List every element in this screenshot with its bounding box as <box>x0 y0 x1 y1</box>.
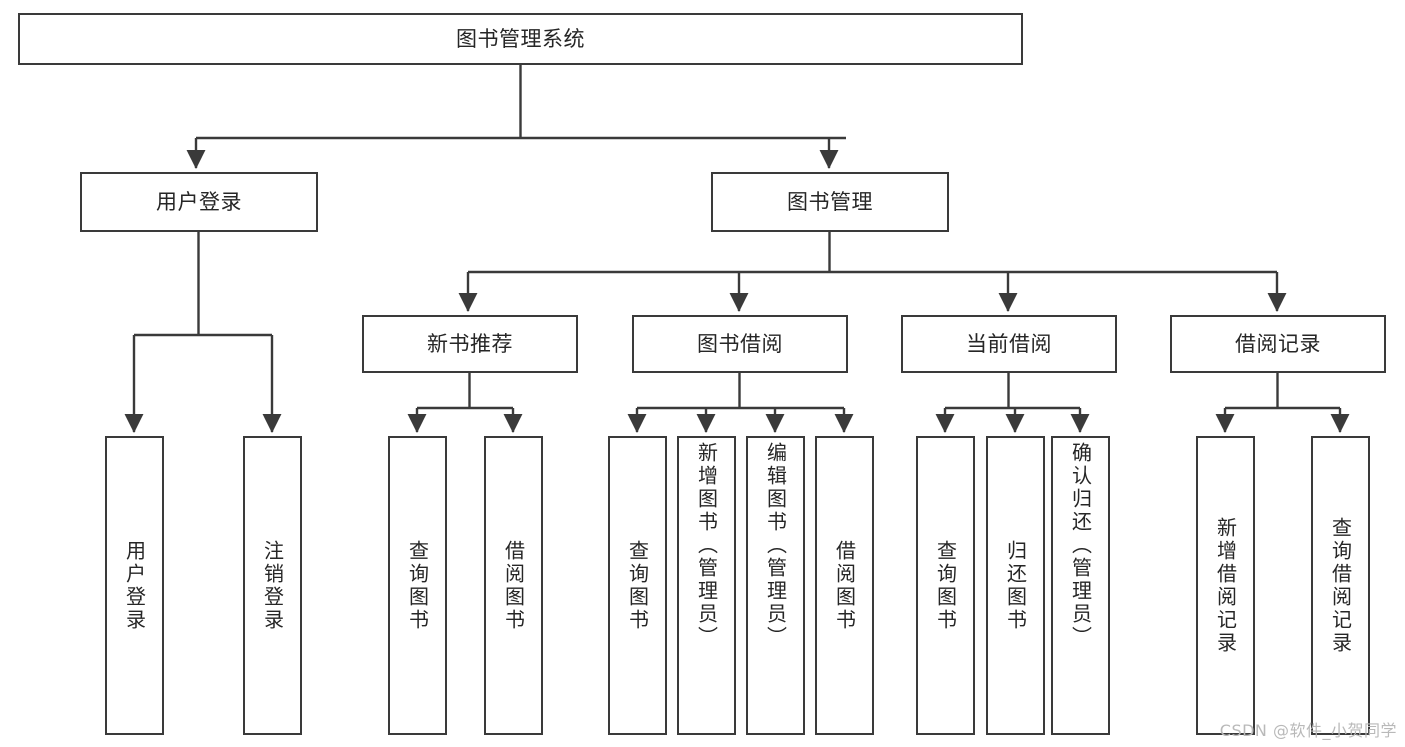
node-label: 确认归还（管理员） <box>1068 442 1093 649</box>
node-current-borrow[interactable]: 当前借阅 <box>901 315 1117 373</box>
node-label: 当前借阅 <box>966 331 1052 356</box>
node-book-borrow[interactable]: 图书借阅 <box>632 315 848 373</box>
leaf-user-login[interactable]: 用户登录 <box>105 436 164 735</box>
node-label: 查询图书 <box>625 539 650 632</box>
node-label: 查询图书 <box>405 539 430 632</box>
node-label: 编辑图书（管理员） <box>763 442 788 649</box>
leaf-edit-book-admin[interactable]: 编辑图书（管理员） <box>746 436 805 735</box>
node-label: 归还图书 <box>1003 539 1028 632</box>
node-label: 用户登录 <box>156 189 242 214</box>
node-label: 注销登录 <box>260 539 285 632</box>
leaf-logout[interactable]: 注销登录 <box>243 436 302 735</box>
node-label: 借阅图书 <box>832 539 857 632</box>
node-label: 借阅图书 <box>501 539 526 632</box>
leaf-query-book-recommend[interactable]: 查询图书 <box>388 436 447 735</box>
node-label: 查询借阅记录 <box>1328 516 1353 655</box>
leaf-add-borrow-record[interactable]: 新增借阅记录 <box>1196 436 1255 735</box>
node-label: 用户登录 <box>122 539 147 632</box>
watermark: CSDN @软件_小贺同学 <box>1219 721 1397 740</box>
node-borrow-record[interactable]: 借阅记录 <box>1170 315 1386 373</box>
node-label: 新增图书（管理员） <box>694 442 719 649</box>
leaf-query-borrow-record[interactable]: 查询借阅记录 <box>1311 436 1370 735</box>
leaf-query-book-current[interactable]: 查询图书 <box>916 436 975 735</box>
node-user-login[interactable]: 用户登录 <box>80 172 318 232</box>
node-label: 图书管理 <box>787 189 873 214</box>
leaf-borrow-book-recommend[interactable]: 借阅图书 <box>484 436 543 735</box>
node-label: 新增借阅记录 <box>1213 516 1238 655</box>
leaf-add-book-admin[interactable]: 新增图书（管理员） <box>677 436 736 735</box>
node-label: 查询图书 <box>933 539 958 632</box>
node-label: 新书推荐 <box>427 331 513 356</box>
leaf-borrow-book[interactable]: 借阅图书 <box>815 436 874 735</box>
node-label: 图书管理系统 <box>456 26 585 51</box>
node-book-management[interactable]: 图书管理 <box>711 172 949 232</box>
leaf-return-book[interactable]: 归还图书 <box>986 436 1045 735</box>
node-new-book-recommend[interactable]: 新书推荐 <box>362 315 578 373</box>
node-label: 借阅记录 <box>1235 331 1321 356</box>
leaf-confirm-return-admin[interactable]: 确认归还（管理员） <box>1051 436 1110 735</box>
node-label: 图书借阅 <box>697 331 783 356</box>
leaf-query-book-borrow[interactable]: 查询图书 <box>608 436 667 735</box>
node-root-book-management-system[interactable]: 图书管理系统 <box>18 13 1023 65</box>
